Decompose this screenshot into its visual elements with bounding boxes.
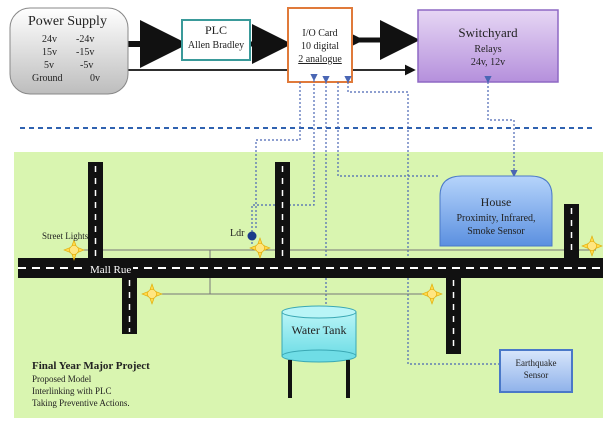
power-row-1-right: -24v <box>76 34 95 45</box>
power-row-4-left: Ground <box>32 73 63 84</box>
switchyard-title: Switchyard <box>458 25 518 40</box>
project-line-1: Proposed Model <box>32 374 92 384</box>
io-card-box <box>287 7 353 83</box>
ldr-sensor-icon <box>247 231 257 241</box>
power-row-1-left: 24v <box>42 34 57 45</box>
house-line3: Smoke Sensor <box>467 226 525 237</box>
house-line2: Proximity, Infrared, <box>456 213 536 224</box>
io-card-title: I/O Card <box>302 28 338 39</box>
road-branch-2 <box>275 162 290 258</box>
switchyard-line3: 24v, 12v <box>470 57 506 68</box>
power-row-4-right: 0v <box>90 73 100 84</box>
road-branch-3 <box>564 204 579 258</box>
power-row-3-right: -5v <box>80 60 94 71</box>
io-card-line3: 2 analogue <box>298 54 342 65</box>
project-line-2: Interlinking with PLC <box>32 386 112 396</box>
sun-lamp-icon <box>141 283 163 305</box>
plc-subtitle: Allen Bradley <box>187 40 245 51</box>
io-card-line2: 10 digital <box>300 41 340 52</box>
water-tank-label: Water Tank <box>291 323 347 337</box>
road-branch-1 <box>88 162 103 258</box>
water-tank <box>281 305 357 398</box>
power-supply-box <box>9 7 129 95</box>
switchyard-line2: Relays <box>474 44 502 55</box>
earthquake-line1: Earthquake <box>515 358 557 368</box>
power-row-2-right: -15v <box>76 47 95 58</box>
project-line-3: Taking Preventive Actions. <box>32 398 130 408</box>
sun-lamp-icon <box>421 283 443 305</box>
project-title: Final Year Major Project <box>32 360 150 372</box>
sun-lamp-icon <box>581 235 603 257</box>
main-road <box>18 258 603 278</box>
house-shape <box>439 175 553 247</box>
sun-lamp-icon <box>63 239 85 261</box>
power-row-2-left: 15v <box>42 47 57 58</box>
earthquake-line2: Sensor <box>523 370 549 380</box>
house-title: House <box>480 195 512 209</box>
roads <box>18 162 603 354</box>
plc-box <box>181 19 251 61</box>
ldr-label: Ldr <box>230 228 245 239</box>
plc-title: PLC <box>204 23 227 37</box>
power-row-3-left: 5v <box>44 60 54 71</box>
mall-rue-label: Mall Rue <box>88 264 134 277</box>
sun-lamp-icon <box>249 237 271 259</box>
street-lights-label: Street Lights <box>42 231 89 241</box>
power-supply-title: Power Supply <box>28 14 107 29</box>
earthquake-sensor-box <box>499 349 573 393</box>
